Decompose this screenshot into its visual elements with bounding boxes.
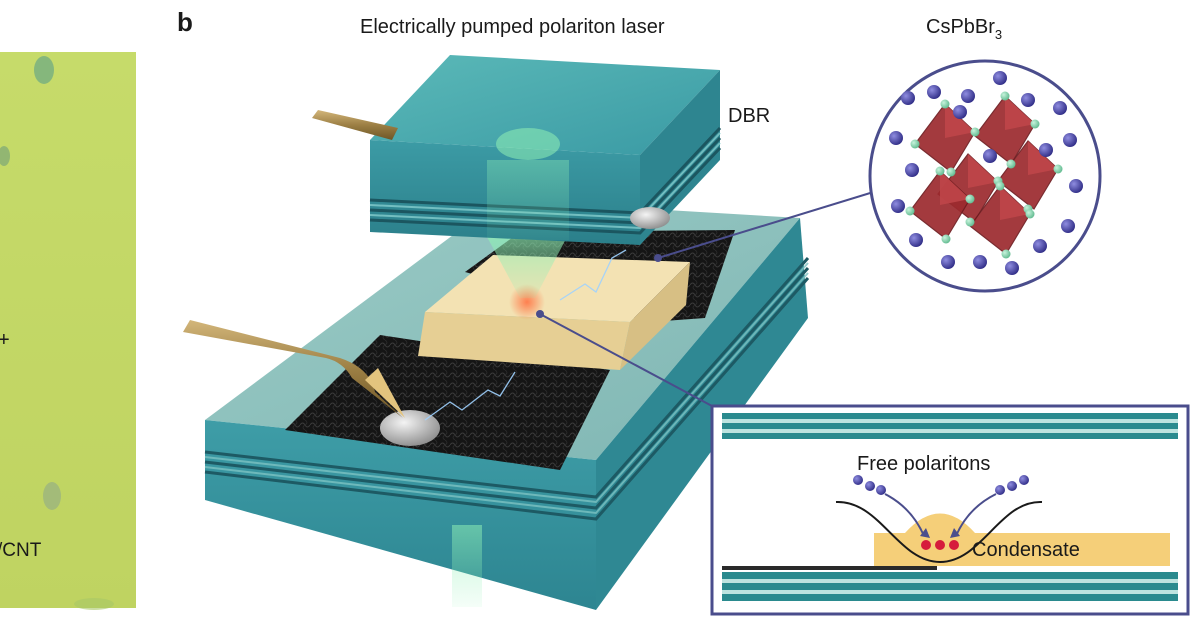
condensate-dots bbox=[921, 540, 959, 550]
cesium-atom bbox=[927, 85, 941, 99]
cesium-atom bbox=[901, 91, 915, 105]
cesium-atom bbox=[983, 149, 997, 163]
micrograph-background bbox=[0, 52, 136, 608]
callout-dot-crystal bbox=[654, 254, 662, 262]
cavity-schematic-inset: Free polaritons Condensate bbox=[712, 406, 1188, 614]
free-polaritons-label: Free polaritons bbox=[857, 453, 990, 475]
top-dbr-beam bbox=[487, 160, 569, 240]
silver-contact-back bbox=[630, 207, 670, 229]
bromide-atom bbox=[936, 167, 945, 176]
cesium-atom bbox=[905, 163, 919, 177]
callout-dot-inset bbox=[536, 310, 544, 318]
bromide-atom bbox=[971, 128, 980, 137]
cesium-atom bbox=[961, 89, 975, 103]
micrograph-speck bbox=[34, 56, 54, 84]
cesium-atom bbox=[1005, 261, 1019, 275]
emission-beam-bottom bbox=[452, 525, 482, 607]
panel-b: b Electrically pumped polariton laser bbox=[177, 7, 1188, 614]
cesium-atom bbox=[891, 199, 905, 213]
crystal-formula-label: CsPbBr3 bbox=[926, 16, 1002, 42]
inset-top-mirror bbox=[722, 413, 1178, 439]
micrograph-speck bbox=[43, 482, 61, 510]
left-micrograph-panel: + /CNT bbox=[0, 52, 136, 610]
cesium-atom bbox=[909, 233, 923, 247]
bromide-atom bbox=[941, 100, 950, 109]
cesium-atom bbox=[1039, 143, 1053, 157]
top-dbr-emission-spot bbox=[496, 128, 560, 160]
condensate-label: Condensate bbox=[972, 539, 1080, 561]
cesium-atom bbox=[1063, 133, 1077, 147]
bromide-atom bbox=[1007, 160, 1016, 169]
dbr-label: DBR bbox=[728, 105, 770, 127]
cesium-atom bbox=[973, 255, 987, 269]
cesium-atom bbox=[941, 255, 955, 269]
crystal-structure-inset bbox=[870, 61, 1100, 291]
bromide-atom bbox=[906, 207, 915, 216]
inset-electrode-layer bbox=[722, 566, 937, 570]
bromide-atom bbox=[1031, 120, 1040, 129]
cesium-atom bbox=[993, 71, 1007, 85]
cesium-atom bbox=[953, 105, 967, 119]
cesium-atom bbox=[889, 131, 903, 145]
panel-title: Electrically pumped polariton laser bbox=[360, 16, 665, 38]
bromide-atom bbox=[966, 218, 975, 227]
micrograph-speck bbox=[74, 598, 114, 610]
bromide-atom bbox=[1001, 92, 1010, 101]
bromide-atom bbox=[1002, 250, 1011, 259]
bromide-atom bbox=[1026, 210, 1035, 219]
cesium-atom bbox=[1061, 219, 1075, 233]
cesium-atom bbox=[1069, 179, 1083, 193]
bromide-atom bbox=[911, 140, 920, 149]
inset-bottom-mirror bbox=[722, 572, 1178, 601]
left-panel-plus-label: + bbox=[0, 329, 10, 351]
bromide-atom bbox=[942, 235, 951, 244]
cesium-atom bbox=[1053, 101, 1067, 115]
panel-letter: b bbox=[177, 7, 193, 37]
bromide-atom bbox=[966, 195, 975, 204]
cesium-atom bbox=[1033, 239, 1047, 253]
cesium-atom bbox=[1021, 93, 1035, 107]
bromide-atom bbox=[947, 168, 956, 177]
left-panel-cnt-label: /CNT bbox=[0, 540, 42, 561]
bromide-atom bbox=[996, 182, 1005, 191]
bromide-atom bbox=[1054, 165, 1063, 174]
